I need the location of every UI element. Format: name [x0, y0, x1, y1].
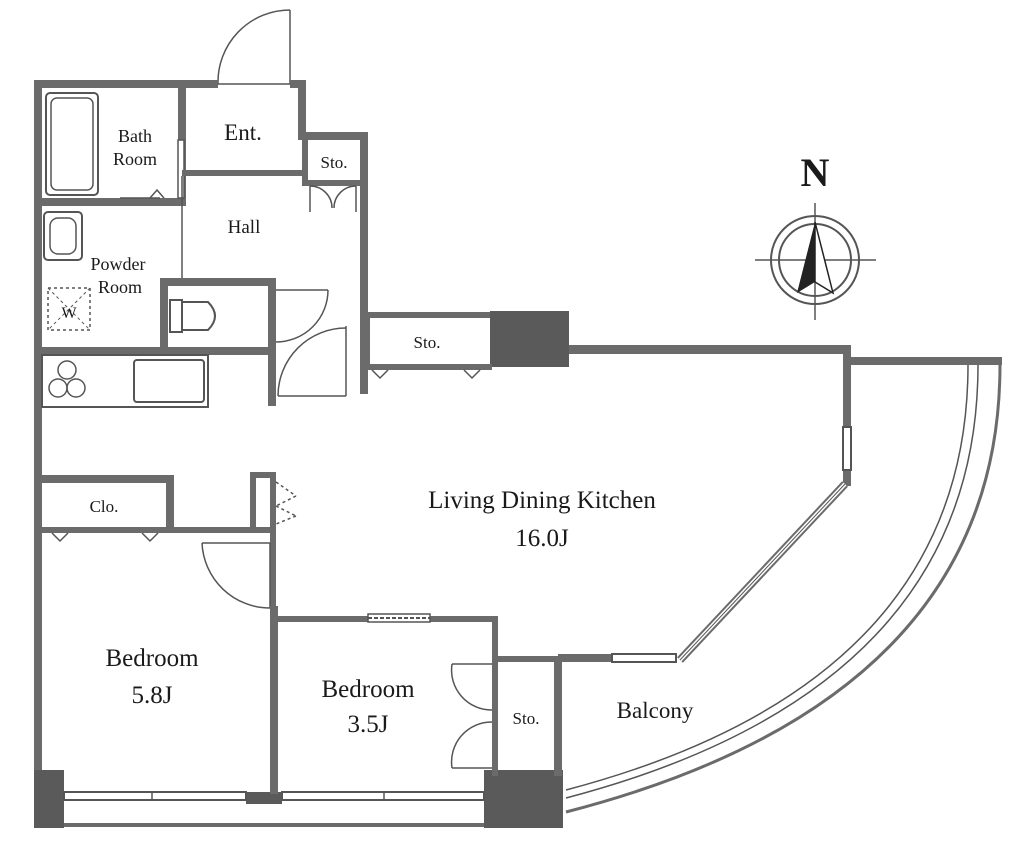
washer-label: W	[61, 305, 77, 322]
kitchen-counter	[34, 347, 276, 408]
bath-room-label-2: Room	[113, 149, 157, 169]
powder-room-label-1: Powder	[91, 254, 146, 274]
entrance-area: Ent.	[182, 120, 302, 176]
balcony-label: Balcony	[617, 698, 694, 723]
bedroom1-door	[201, 542, 271, 609]
compass-north-label: N	[801, 150, 830, 195]
hall-label: Hall	[228, 217, 261, 238]
bedroom-walls	[270, 606, 498, 794]
bottom-windows	[63, 791, 485, 801]
hall: Hall	[181, 176, 261, 280]
powder-room: W Powder Room	[43, 211, 146, 331]
closet: Clo.	[34, 475, 274, 543]
bedroom2-size: 3.5J	[348, 711, 389, 738]
hall-doors	[275, 289, 347, 397]
ldk-size: 16.0J	[515, 525, 569, 552]
exterior-walls	[34, 80, 1002, 828]
powder-room-label-2: Room	[98, 277, 142, 297]
ldk-name: Living Dining Kitchen	[428, 487, 656, 514]
bedroom2-name: Bedroom	[321, 676, 415, 703]
bath-room-label-1: Bath	[118, 126, 152, 146]
columns	[34, 311, 569, 828]
bedroom1-size: 5.8J	[132, 682, 173, 709]
closet-label: Clo.	[90, 497, 119, 516]
middle-storage: Sto.	[364, 314, 492, 380]
bedroom-storage: Sto.	[450, 656, 562, 776]
bedroom-storage-label: Sto.	[513, 709, 540, 728]
utility-closet	[250, 472, 297, 612]
balcony: Balcony	[565, 364, 1002, 814]
bath-room: Bath Room	[34, 84, 186, 206]
hall-storage: Sto.	[302, 136, 364, 212]
ldk-window	[558, 426, 852, 663]
hall-storage-label: Sto.	[321, 153, 348, 172]
entrance-door	[217, 9, 291, 85]
compass-icon: N	[755, 150, 876, 320]
toilet-room	[160, 278, 276, 406]
bedroom1-name: Bedroom	[105, 645, 199, 672]
middle-storage-label: Sto.	[414, 333, 441, 352]
entrance-label: Ent.	[224, 120, 262, 145]
